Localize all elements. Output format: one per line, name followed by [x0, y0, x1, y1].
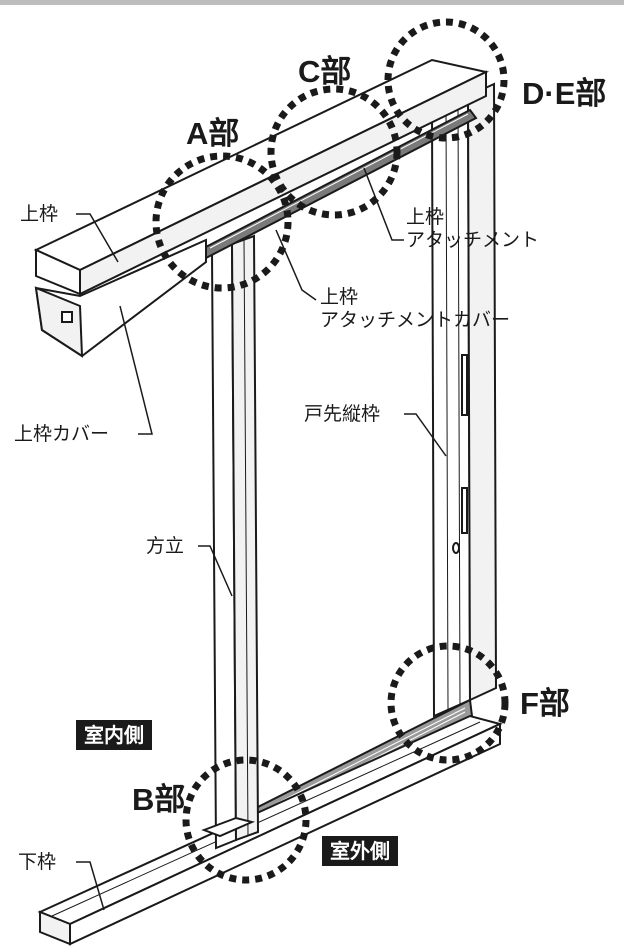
circle-a — [152, 152, 292, 292]
callout-a: A部 — [186, 116, 240, 151]
label-upper-frame-attachment-cover-line1: 上枠 — [320, 286, 359, 308]
label-upper-frame-attachment-line1: 上枠 — [406, 206, 445, 228]
circle-de — [384, 18, 508, 142]
leader-attachment — [363, 167, 404, 241]
label-door-side-vertical-frame: 戸先縦枠 — [304, 403, 381, 425]
leader-lines — [76, 167, 447, 911]
leader-upper-frame-cover — [119, 305, 153, 435]
circle-b — [182, 756, 310, 884]
label-upper-frame-attachment-line2: アタッチメント — [406, 228, 540, 251]
door-side-vertical-frame — [430, 82, 498, 718]
callout-b: B部 — [132, 782, 186, 817]
outdoor-side-tag: 室外側 — [322, 836, 398, 866]
detail-circles — [152, 18, 509, 884]
label-upper-frame-attachment: 上枠 アタッチメント — [406, 206, 539, 252]
leader-lower-frame — [76, 861, 105, 911]
leader-attachment-cover — [275, 229, 317, 301]
label-lower-frame: 下枠 — [18, 851, 57, 873]
label-upper-frame-cover: 上枠カバー — [14, 423, 110, 445]
circle-c — [267, 85, 401, 219]
upper-frame-shape — [33, 58, 490, 296]
leader-mullion — [198, 545, 233, 597]
label-upper-frame-attachment-cover-line2: アタッチメントカバー — [320, 308, 511, 331]
indoor-side-tag: 室内側 — [76, 720, 152, 750]
upper-frame-cover-shape — [34, 238, 207, 358]
label-mullion: 方立 — [146, 535, 185, 557]
callout-f: F部 — [520, 686, 570, 721]
circle-f — [387, 642, 509, 764]
label-upper-frame-attachment-cover: 上枠 アタッチメントカバー — [320, 286, 510, 332]
mullion-shape — [201, 234, 260, 850]
leader-door-side-frame — [404, 413, 447, 457]
label-upper-frame: 上枠 — [20, 203, 59, 225]
lower-frame-shape — [37, 714, 503, 946]
callout-de: D·E部 — [522, 76, 607, 111]
callout-c: C部 — [298, 54, 352, 89]
leader-upper-frame — [76, 213, 119, 263]
top-border — [0, 0, 624, 5]
